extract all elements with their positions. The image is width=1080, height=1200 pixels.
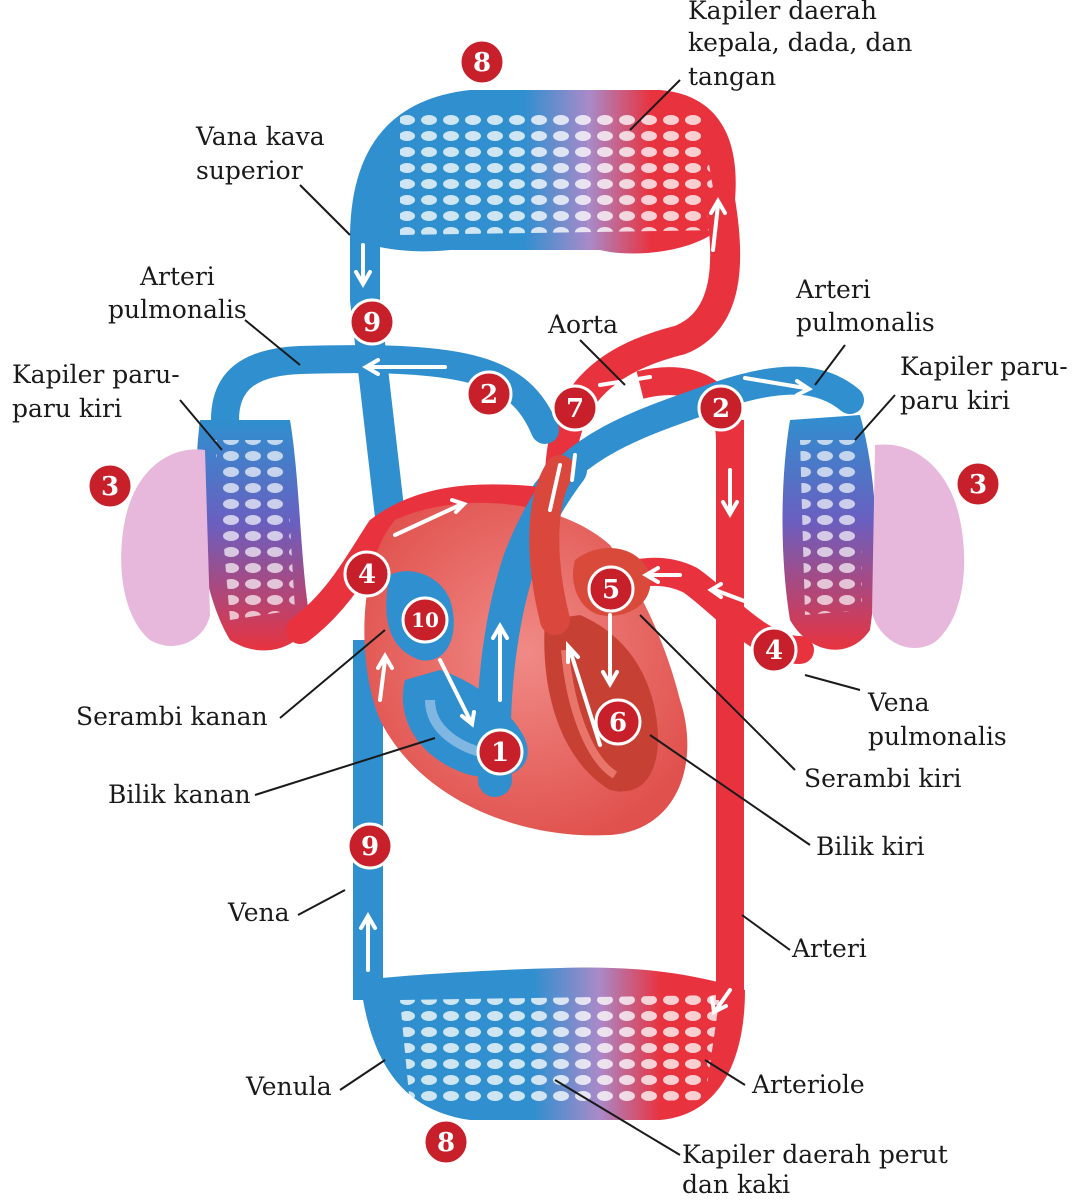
svg-text:3: 3 <box>969 470 987 500</box>
left-lung <box>121 449 210 646</box>
label-kapiler-paru-right-1: Kapiler paru- <box>900 352 1068 381</box>
svg-text:4: 4 <box>358 560 376 590</box>
right-lung <box>872 444 965 649</box>
step-badge-10: 10 <box>401 596 449 644</box>
svg-text:7: 7 <box>566 394 584 424</box>
label-arteri: Arteri <box>792 934 867 963</box>
step-badge-4-left: 4 <box>343 550 391 598</box>
svg-text:2: 2 <box>712 394 730 424</box>
label-venula: Venula <box>246 1072 332 1101</box>
label-kapiler-perut-2: dan kaki <box>682 1170 791 1199</box>
label-vena-pulm-1: Vena <box>868 688 930 717</box>
svg-text:10: 10 <box>411 608 439 632</box>
step-badge-9-bottom: 9 <box>346 822 394 870</box>
step-badge-5: 5 <box>587 565 635 613</box>
step-badge-9-top: 9 <box>348 298 396 346</box>
capillary-bed-abdomen-legs <box>360 967 745 1120</box>
svg-text:8: 8 <box>437 1128 455 1158</box>
label-bilik-kanan: Bilik kanan <box>108 780 251 809</box>
svg-text:9: 9 <box>361 832 379 862</box>
label-vena-kava-2: superior <box>196 156 303 185</box>
label-kapiler-perut-1: Kapiler daerah perut <box>682 1140 948 1169</box>
svg-text:9: 9 <box>363 308 381 338</box>
svg-text:3: 3 <box>101 472 119 502</box>
step-badge-2-left: 2 <box>465 370 513 418</box>
step-badge-8-bottom: 8 <box>422 1118 470 1166</box>
step-badge-2-right: 2 <box>697 384 745 432</box>
svg-text:2: 2 <box>480 380 498 410</box>
label-bilik-kiri: Bilik kiri <box>816 832 925 861</box>
label-serambi-kanan: Serambi kanan <box>76 702 268 731</box>
label-arteri-pulm-right-2: pulmonalis <box>796 308 935 337</box>
svg-text:4: 4 <box>765 636 783 666</box>
pulmonary-artery-left <box>211 345 559 444</box>
label-arteri-pulm-left-2: pulmonalis <box>108 295 247 324</box>
lung-capillary-right <box>782 415 876 650</box>
leader-lines <box>179 79 896 1156</box>
step-badge-1: 1 <box>476 728 524 776</box>
svg-text:5: 5 <box>602 575 620 605</box>
label-kapiler-kepala-2: kepala, dada, dan <box>688 28 913 57</box>
step-badge-7: 7 <box>551 384 599 432</box>
flow-arrows <box>354 197 813 1016</box>
label-serambi-kiri: Serambi kiri <box>804 764 962 793</box>
label-vena: Vena <box>228 898 290 927</box>
label-vena-pulm-2: pulmonalis <box>868 722 1007 751</box>
label-kapiler-paru-left-1: Kapiler paru- <box>12 360 180 389</box>
label-arteri-pulm-left-1: Arteri <box>140 262 215 291</box>
label-kapiler-kepala-1: Kapiler daerah <box>688 0 877 25</box>
svg-text:6: 6 <box>609 708 627 738</box>
label-arteriole: Arteriole <box>752 1070 865 1099</box>
step-badge-8-top: 8 <box>458 38 506 86</box>
label-vena-kava-1: Vana kava <box>196 122 325 151</box>
label-kapiler-paru-left-2: paru kiri <box>12 394 122 423</box>
label-kapiler-kepala-3: tangan <box>688 62 777 91</box>
label-kapiler-paru-right-2: paru kiri <box>900 386 1010 415</box>
label-arteri-pulm-right-1: Arteri <box>796 275 871 304</box>
lung-capillary-left <box>196 420 310 651</box>
label-aorta: Aorta <box>548 310 619 339</box>
svg-text:8: 8 <box>473 48 491 78</box>
pulmonary-vein-left <box>286 484 544 644</box>
step-badge-4-right: 4 <box>750 626 798 674</box>
step-badge-6: 6 <box>594 698 642 746</box>
svg-text:1: 1 <box>491 738 509 768</box>
capillary-bed-head-chest-arms <box>350 90 736 254</box>
step-badge-3-left: 3 <box>86 462 134 510</box>
step-badge-3-right: 3 <box>954 460 1002 508</box>
